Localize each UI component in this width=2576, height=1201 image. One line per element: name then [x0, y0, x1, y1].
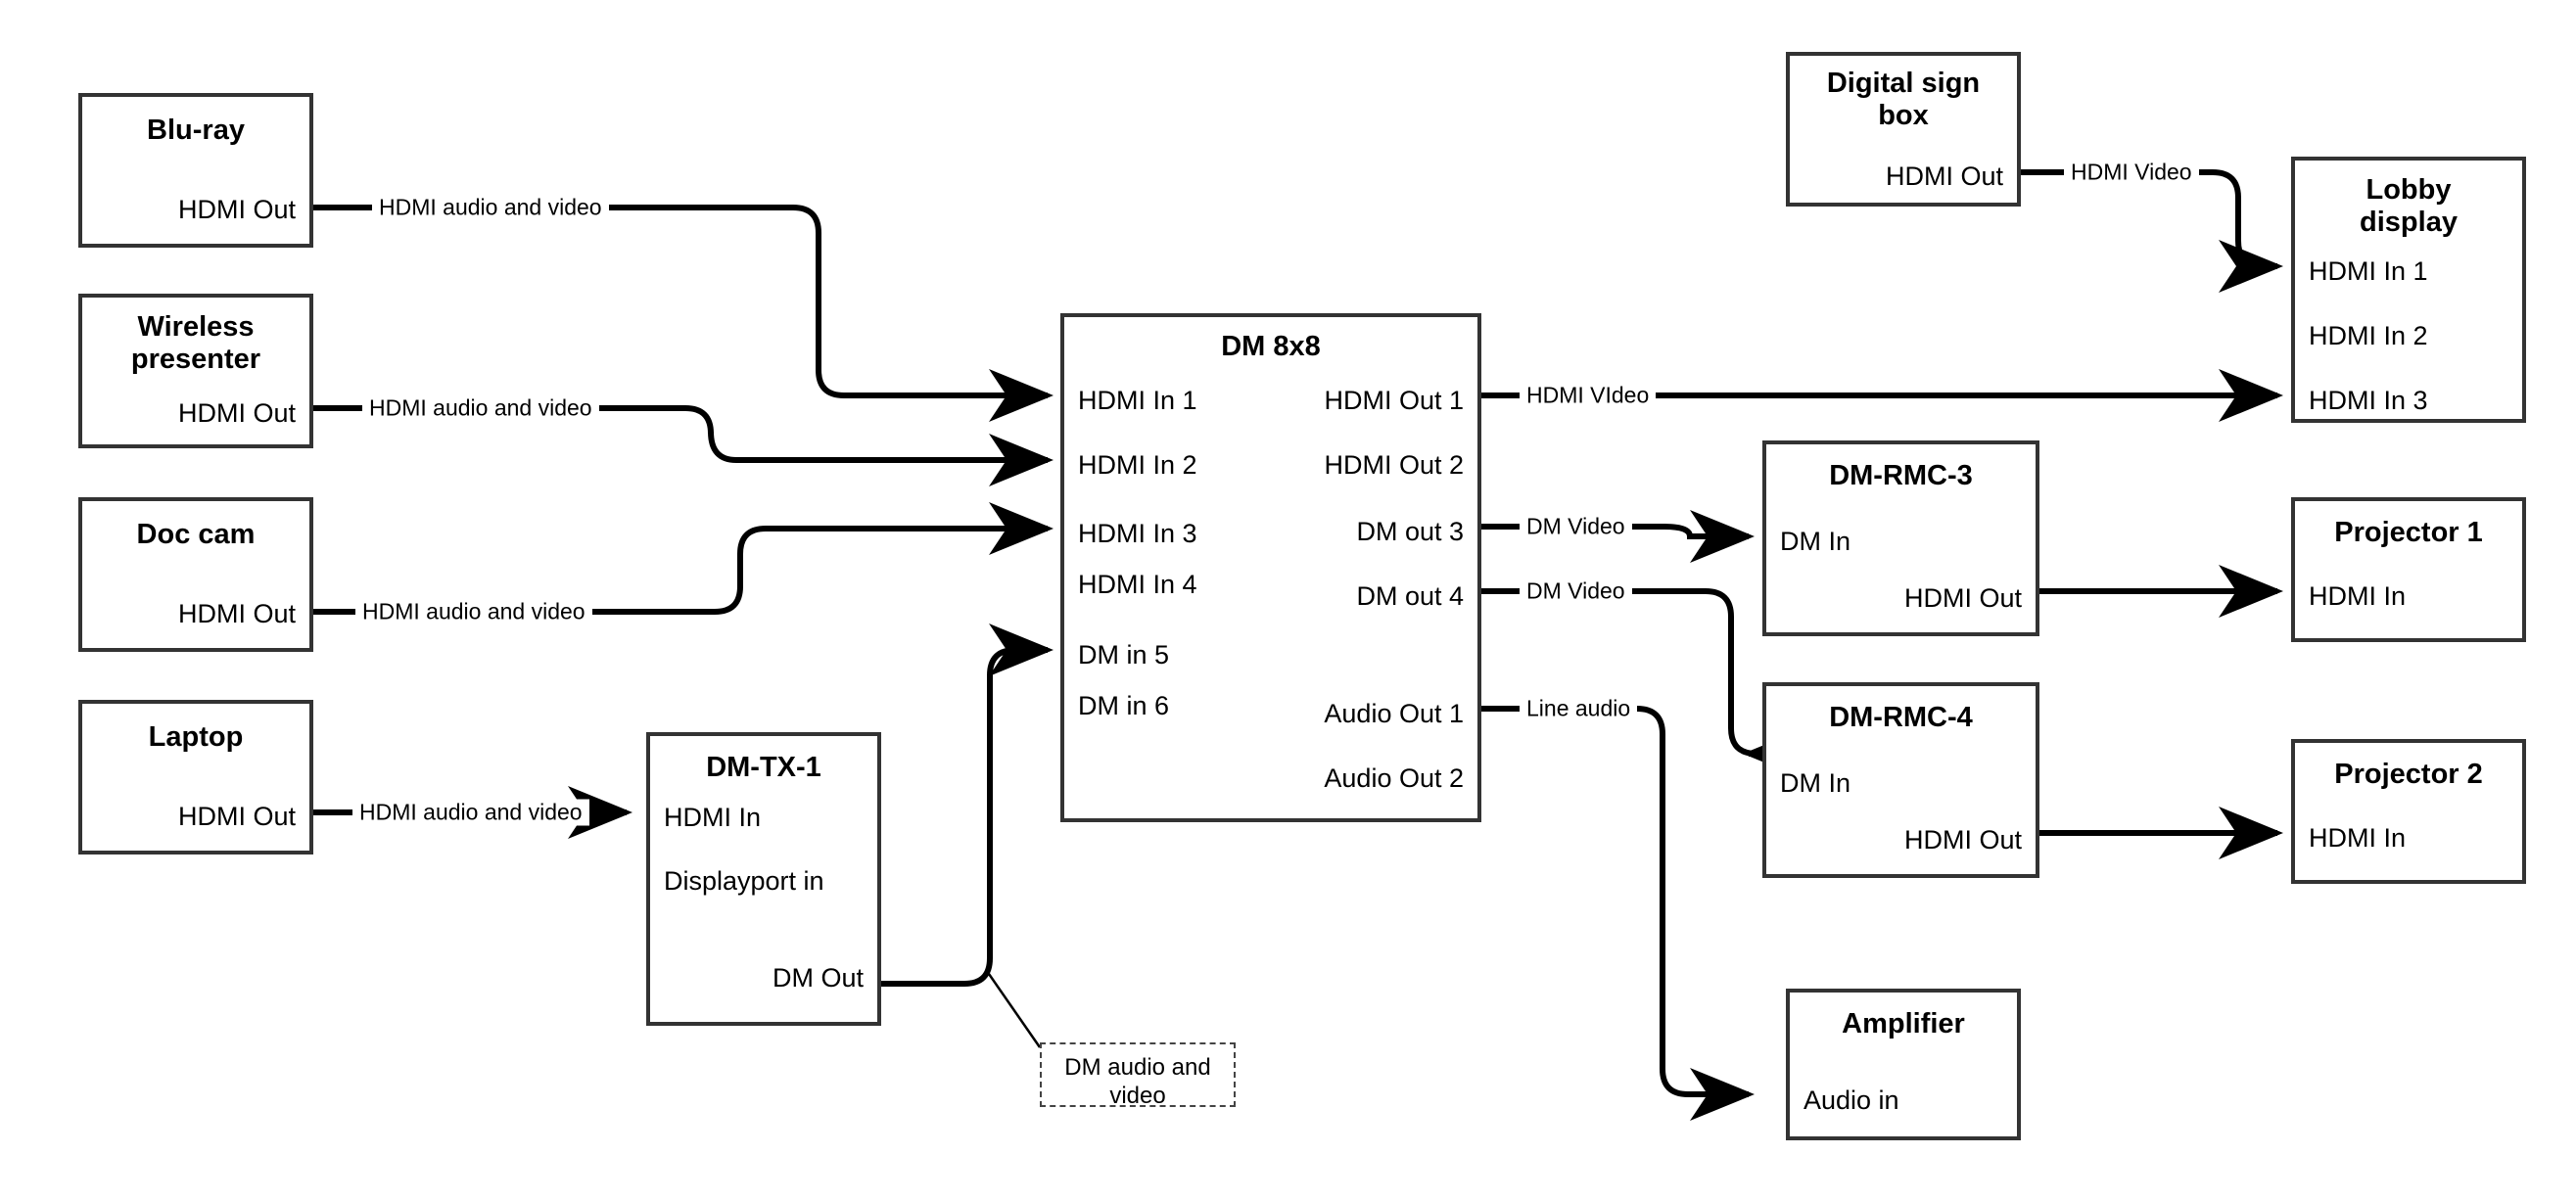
wire-dm8x8-dmout4-to-dmrmc4 [1481, 588, 1807, 780]
port-dm8x8-dm-in-6[interactable]: DM in 6 [1078, 691, 1170, 720]
node-dm-tx-1[interactable]: DM-TX-1 HDMI In Displayport in DM Out [646, 732, 881, 1026]
port-amplifier-audio-in[interactable]: Audio in [1803, 1086, 1899, 1115]
node-projector-1-title: Projector 1 [2334, 517, 2483, 548]
node-wireless-presenter-title: Wireless presenter [130, 311, 261, 376]
node-dm-8x8-title: DM 8x8 [1221, 331, 1321, 362]
port-bluray-hdmi-out[interactable]: HDMI Out [177, 195, 296, 224]
port-lobby-hdmi-in-1[interactable]: HDMI In 1 [2309, 256, 2428, 286]
node-projector-2[interactable]: Projector 2 HDMI In [2291, 739, 2526, 884]
wire-dm8x8-audioout1-to-amplifier [1481, 706, 1755, 1121]
wire-label-wireless: HDMI audio and video [362, 394, 599, 422]
node-bluray[interactable]: Blu-ray HDMI Out [78, 93, 313, 248]
port-dm8x8-dm-out-3[interactable]: DM out 3 [1356, 517, 1464, 546]
port-laptop-hdmi-out[interactable]: HDMI Out [177, 802, 296, 831]
wire-digitalsign-to-lobby [2021, 169, 2283, 293]
port-dm8x8-hdmi-out-2[interactable]: HDMI Out 2 [1324, 450, 1464, 480]
wire-label-audio-out-1: Line audio [1520, 695, 1638, 722]
port-dmrmc4-dm-in[interactable]: DM In [1780, 768, 1851, 798]
port-dmrmc3-hdmi-out[interactable]: HDMI Out [1903, 583, 2022, 613]
node-doc-cam[interactable]: Doc cam HDMI Out [78, 497, 313, 652]
node-lobby-display[interactable]: Lobby display HDMI In 1 HDMI In 2 HDMI I… [2291, 157, 2526, 423]
wire-dmtx1-to-dm8x8 [881, 624, 1054, 987]
port-dm8x8-hdmi-in-2[interactable]: HDMI In 2 [1078, 450, 1197, 480]
node-projector-2-title: Projector 2 [2334, 759, 2483, 790]
node-dm-rmc-4-title: DM-RMC-4 [1829, 702, 1973, 733]
node-amplifier[interactable]: Amplifier Audio in [1786, 989, 2021, 1140]
node-dm-8x8[interactable]: DM 8x8 HDMI In 1 HDMI In 2 HDMI In 3 HDM… [1060, 313, 1481, 822]
node-digital-sign-box-title: Digital sign box [1826, 68, 1981, 132]
port-doccam-hdmi-out[interactable]: HDMI Out [177, 599, 296, 628]
wire-label-bluray: HDMI audio and video [372, 194, 609, 221]
callout-dm-audio-video-text: DM audio and video [1064, 1054, 1211, 1109]
node-laptop[interactable]: Laptop HDMI Out [78, 700, 313, 855]
port-dm8x8-hdmi-in-4[interactable]: HDMI In 4 [1078, 570, 1197, 599]
wire-label-hdmi-out-1: HDMI VIdeo [1520, 382, 1657, 409]
wire-bluray-to-dm8x8 [313, 205, 1054, 422]
port-dmrmc3-dm-in[interactable]: DM In [1780, 527, 1851, 556]
port-dm8x8-dm-in-5[interactable]: DM in 5 [1078, 640, 1170, 670]
node-dm-rmc-4[interactable]: DM-RMC-4 DM In HDMI Out [1762, 682, 2039, 878]
node-dm-rmc-3[interactable]: DM-RMC-3 DM In HDMI Out [1762, 440, 2039, 636]
node-bluray-title: Blu-ray [147, 115, 245, 146]
port-dm8x8-dm-out-4[interactable]: DM out 4 [1356, 581, 1464, 611]
node-doc-cam-title: Doc cam [136, 519, 256, 550]
node-projector-1[interactable]: Projector 1 HDMI In [2291, 497, 2526, 642]
node-wireless-presenter[interactable]: Wireless presenter HDMI Out [78, 294, 313, 448]
callout-dm-audio-video: DM audio and video [1040, 1042, 1236, 1109]
node-amplifier-title: Amplifier [1842, 1008, 1965, 1039]
wire-label-digital-sign: HDMI Video [2064, 159, 2199, 186]
node-dm-tx-1-title: DM-TX-1 [706, 752, 821, 783]
port-dmtx1-dm-out[interactable]: DM Out [772, 963, 864, 993]
port-dmtx1-displayport-in[interactable]: Displayport in [664, 866, 824, 896]
node-digital-sign-box[interactable]: Digital sign box HDMI Out [1786, 52, 2021, 207]
callout-leader-line [987, 973, 1042, 1048]
wire-label-laptop: HDMI audio and video [352, 799, 589, 826]
port-wireless-hdmi-out[interactable]: HDMI Out [177, 398, 296, 428]
wire-label-doccam: HDMI audio and video [355, 598, 592, 625]
port-lobby-hdmi-in-3[interactable]: HDMI In 3 [2309, 386, 2428, 415]
node-laptop-title: Laptop [148, 721, 244, 753]
port-lobby-hdmi-in-2[interactable]: HDMI In 2 [2309, 321, 2428, 350]
port-dmrmc4-hdmi-out[interactable]: HDMI Out [1903, 825, 2022, 855]
wire-label-dm-out-3: DM Video [1520, 513, 1632, 540]
port-dm8x8-hdmi-in-1[interactable]: HDMI In 1 [1078, 386, 1197, 415]
node-lobby-display-title: Lobby display [2360, 174, 2458, 239]
port-dmtx1-hdmi-in[interactable]: HDMI In [664, 803, 762, 832]
port-dm8x8-audio-out-2[interactable]: Audio Out 2 [1324, 763, 1464, 793]
node-dm-rmc-3-title: DM-RMC-3 [1829, 460, 1973, 491]
port-projector2-hdmi-in[interactable]: HDMI In [2309, 823, 2407, 853]
port-dm8x8-hdmi-in-3[interactable]: HDMI In 3 [1078, 519, 1197, 548]
port-digitalsign-hdmi-out[interactable]: HDMI Out [1885, 162, 2003, 191]
port-dm8x8-hdmi-out-1[interactable]: HDMI Out 1 [1324, 386, 1464, 415]
port-projector1-hdmi-in[interactable]: HDMI In [2309, 581, 2407, 611]
wire-label-dm-out-4: DM Video [1520, 577, 1632, 605]
port-dm8x8-audio-out-1[interactable]: Audio Out 1 [1324, 699, 1464, 728]
